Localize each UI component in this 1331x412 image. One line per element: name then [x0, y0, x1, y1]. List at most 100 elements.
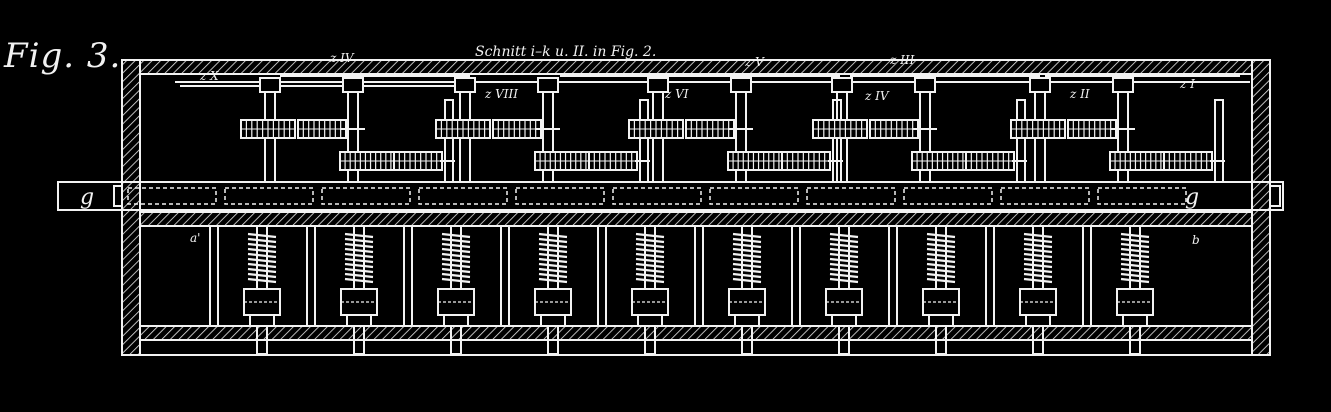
spring-unit [403, 225, 475, 355]
coil-spring [1120, 232, 1150, 284]
coil-spring [1023, 232, 1053, 284]
shaft-collar [342, 77, 364, 93]
gear-shaft [1016, 99, 1026, 183]
shaft-slot [418, 187, 508, 205]
rack-label: z VI [664, 87, 689, 101]
shaft-collar [831, 77, 853, 93]
rack-label: z V [744, 55, 765, 69]
shaft-label-left: g [80, 185, 94, 210]
frame [121, 59, 1271, 356]
gear [1163, 151, 1213, 171]
collar-base [831, 314, 857, 327]
guide-rod [500, 225, 510, 327]
shaft-collar [537, 77, 559, 93]
gear-groups [240, 77, 1225, 183]
rack-label: z I [1179, 77, 1195, 91]
guide-rod [209, 225, 219, 327]
spring-unit [888, 225, 960, 355]
main-shaft [57, 181, 1284, 211]
collar-base [734, 314, 760, 327]
shaft-slot [224, 187, 314, 205]
shaft-collar [914, 77, 936, 93]
spring-unit [597, 225, 669, 355]
shaft-slot [612, 187, 702, 205]
coil-spring [635, 232, 665, 284]
spring-unit [694, 225, 766, 355]
shaft-slot [903, 187, 993, 205]
spring-unit [306, 225, 378, 355]
gear [727, 151, 785, 171]
spring-unit [500, 225, 572, 355]
rack-bars [175, 75, 1250, 87]
gear-group [812, 77, 1027, 183]
shaft-slot [709, 187, 799, 205]
collar-base [1025, 314, 1051, 327]
gear [393, 151, 443, 171]
collar-base [637, 314, 663, 327]
shaft-collar [454, 77, 476, 93]
gear [911, 151, 969, 171]
shaft-collar [647, 77, 669, 93]
guide-rod [597, 225, 607, 327]
rack-label: z II [1069, 87, 1090, 101]
gear [869, 119, 919, 139]
guide-rod [694, 225, 704, 327]
shaft-slot [1000, 187, 1090, 205]
rack-label: z IV [329, 51, 355, 65]
gear [812, 119, 868, 139]
coil-spring [247, 232, 277, 284]
gear [1010, 119, 1066, 139]
gear [240, 119, 296, 139]
guide-rod [791, 225, 801, 327]
section-note: Schnitt i–k u. II. in Fig. 2. [475, 44, 656, 60]
collar-base [443, 314, 469, 327]
guide-rod [1082, 225, 1092, 327]
collar-base [928, 314, 954, 327]
gear-group [435, 77, 650, 183]
gear [628, 119, 684, 139]
shaft-collar [259, 77, 281, 93]
shaft-slot [1097, 187, 1187, 205]
shaft-label-right: g [1185, 185, 1199, 210]
coil-spring [732, 232, 762, 284]
gear [297, 119, 347, 139]
gear [965, 151, 1015, 171]
coil-spring [441, 232, 471, 284]
gear [534, 151, 592, 171]
coil-spring [926, 232, 956, 284]
spring-unit [209, 225, 281, 355]
collar-base [346, 314, 372, 327]
gear-shaft [639, 99, 649, 183]
shaft-collar [1112, 77, 1134, 93]
gear [685, 119, 735, 139]
gear [339, 151, 397, 171]
shaft-slot [806, 187, 896, 205]
shaft-collar [1029, 77, 1051, 93]
gear [781, 151, 831, 171]
gear [492, 119, 542, 139]
gear [435, 119, 491, 139]
guide-rod [985, 225, 995, 327]
spring-unit [1082, 225, 1154, 355]
shaft-slot [515, 187, 605, 205]
collar-base [249, 314, 275, 327]
collar-base [1122, 314, 1148, 327]
gear-group [240, 77, 455, 183]
coil-spring [538, 232, 568, 284]
base-label-left: a' [190, 231, 200, 245]
shaft-collar [730, 77, 752, 93]
rack-label: z III [889, 53, 915, 67]
spring-units [209, 225, 1154, 355]
gear [1067, 119, 1117, 139]
spring-unit [791, 225, 863, 355]
guide-rod [306, 225, 316, 327]
guide-rod [888, 225, 898, 327]
gear [588, 151, 638, 171]
shaft-slot [127, 187, 217, 205]
rack-label: z X [199, 69, 219, 83]
gear-group [628, 77, 843, 183]
gear-group [1010, 77, 1225, 183]
coil-spring [344, 232, 374, 284]
